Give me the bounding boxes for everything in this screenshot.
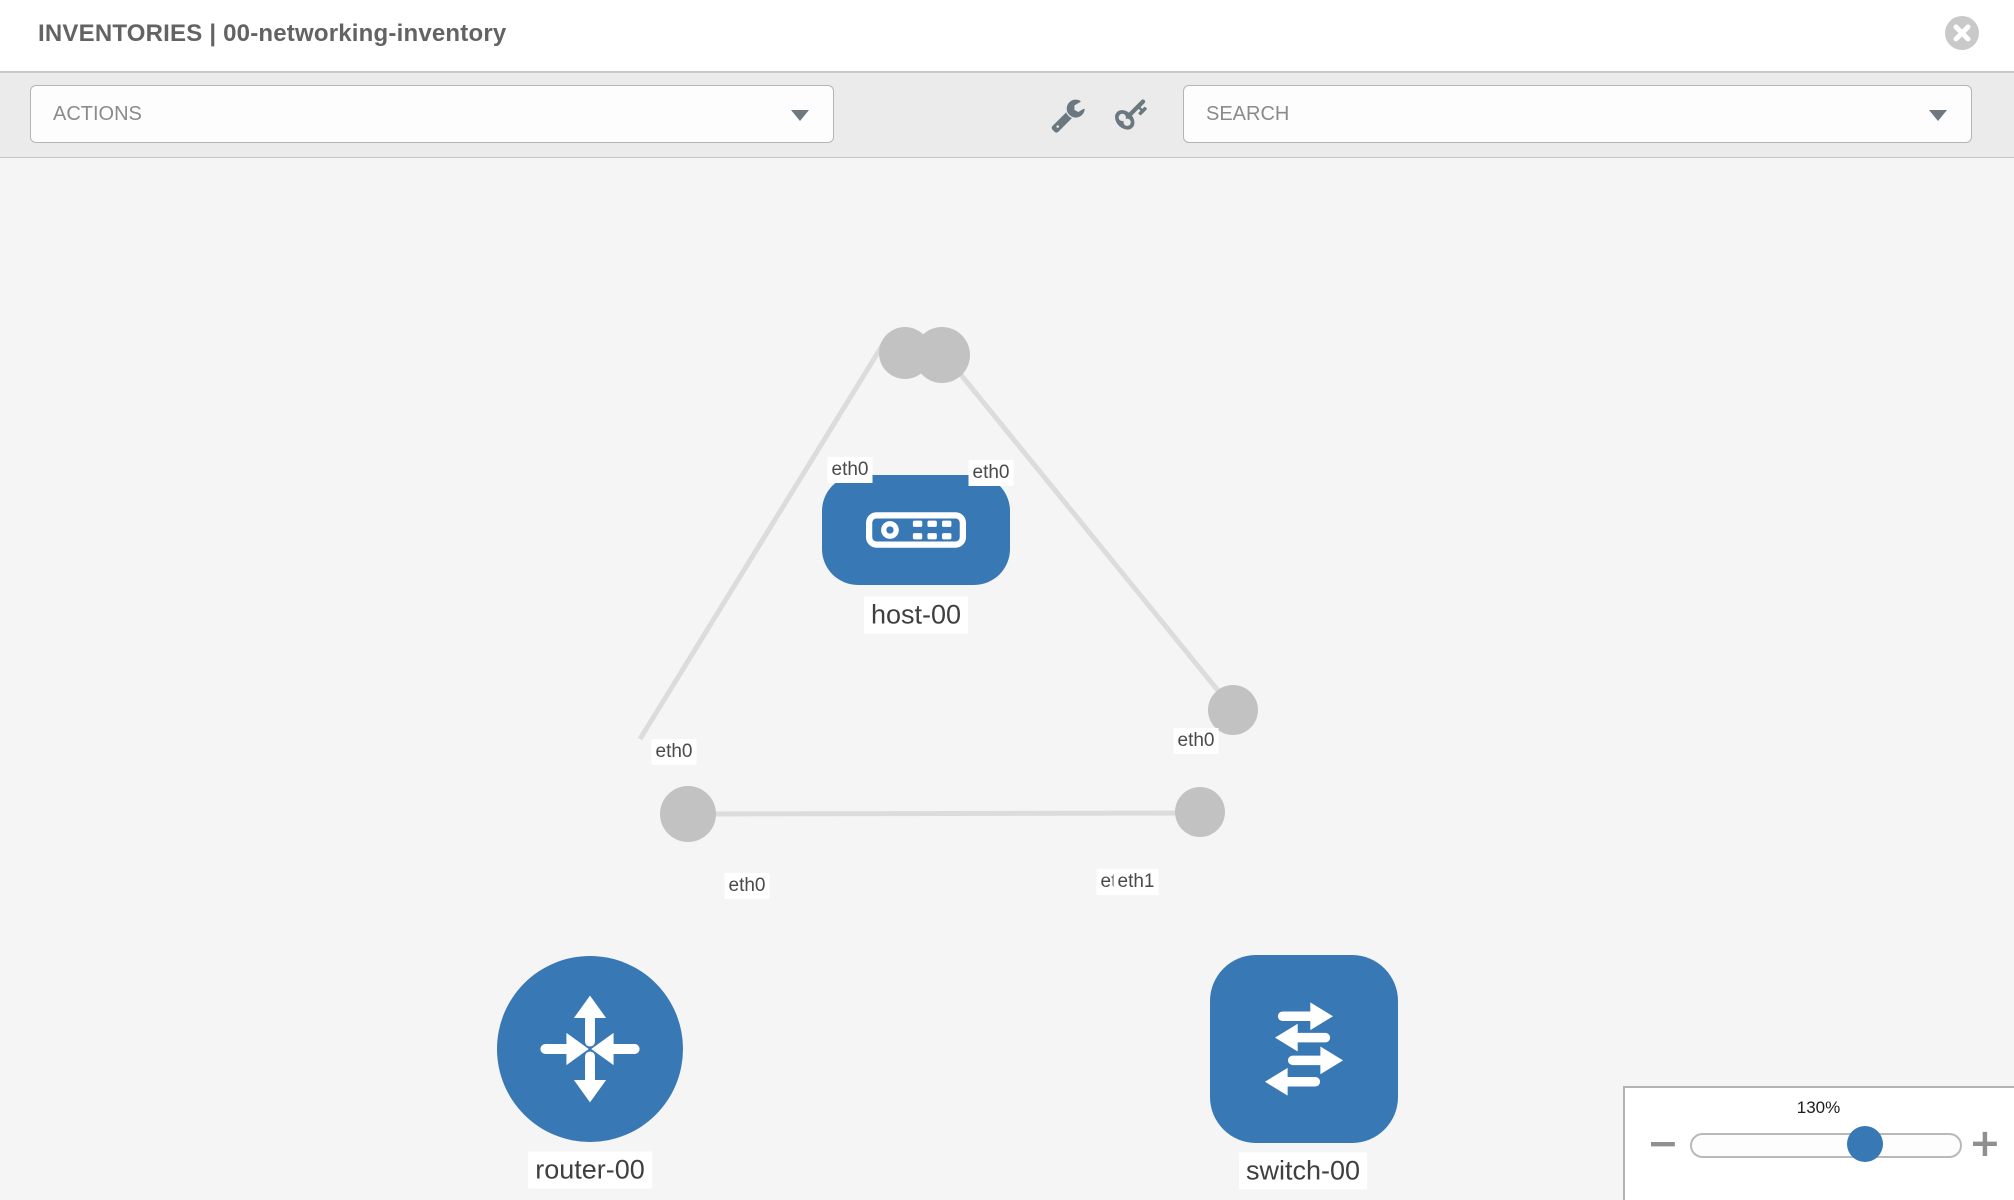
- node-router-00[interactable]: [497, 956, 683, 1142]
- link-endpoint: [879, 327, 931, 379]
- interface-label: eth0: [651, 739, 697, 765]
- close-icon: [1945, 16, 1979, 50]
- topology-canvas[interactable]: eth0eth0eth0eth0eth0eth0eth1 host-00 rou…: [0, 158, 2014, 1200]
- interface-label: eth0: [724, 873, 770, 899]
- interface-label: eth0: [827, 457, 873, 483]
- actions-dropdown-label: ACTIONS: [53, 102, 142, 125]
- server-icon: [866, 512, 966, 548]
- toolbar: ACTIONS SEARCH: [0, 73, 2014, 158]
- node-label-host-00: host-00: [863, 596, 969, 634]
- link-host-router[interactable]: [637, 339, 888, 741]
- node-switch-00[interactable]: [1210, 955, 1398, 1143]
- link-router-switch[interactable]: [689, 810, 1202, 817]
- zoom-in-button[interactable]: +: [1969, 1121, 2001, 1165]
- key-icon: [1115, 98, 1147, 130]
- wrench-icon: [1051, 99, 1085, 133]
- close-button[interactable]: [1944, 15, 1980, 51]
- interface-label: eth0: [968, 460, 1014, 486]
- node-host-00[interactable]: [822, 475, 1010, 585]
- chevron-down-icon: [791, 110, 809, 121]
- interface-label: eth1: [1113, 869, 1159, 895]
- link-endpoint: [1208, 685, 1258, 735]
- zoom-out-button[interactable]: −: [1647, 1121, 1679, 1165]
- node-label-switch-00: switch-00: [1238, 1152, 1368, 1190]
- header: INVENTORIES | 00-networking-inventory: [0, 0, 2014, 73]
- zoom-slider-handle[interactable]: [1847, 1126, 1883, 1162]
- node-label-router-00: router-00: [528, 1151, 652, 1189]
- interface-label: eth0: [1173, 728, 1219, 754]
- zoom-slider-track[interactable]: [1690, 1126, 1962, 1162]
- actions-dropdown[interactable]: ACTIONS: [30, 85, 834, 143]
- switch-arrows-icon: [1264, 1002, 1344, 1096]
- page-title: INVENTORIES | 00-networking-inventory: [38, 20, 507, 47]
- search-placeholder: SEARCH: [1206, 102, 1290, 125]
- link-host-switch[interactable]: [938, 347, 1235, 711]
- chevron-down-icon: [1929, 110, 1947, 121]
- search-dropdown[interactable]: SEARCH: [1183, 85, 1972, 143]
- configure-button[interactable]: [1048, 96, 1088, 136]
- router-arrows-icon: [540, 995, 640, 1103]
- zoom-level-value: 130%: [1796, 1098, 1841, 1117]
- credentials-button[interactable]: [1112, 96, 1152, 136]
- zoom-panel: 130% − +: [1623, 1086, 2014, 1200]
- link-endpoint: [660, 786, 716, 842]
- link-endpoint: [1175, 787, 1225, 837]
